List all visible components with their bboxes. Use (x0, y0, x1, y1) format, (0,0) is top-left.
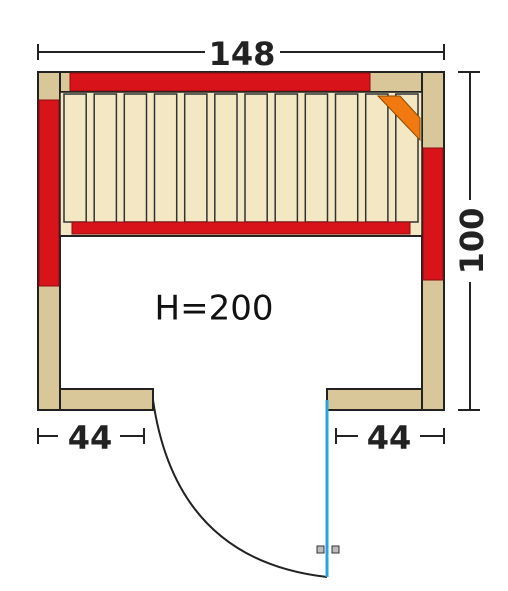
door (152, 399, 340, 578)
bench-slat (304, 93, 329, 223)
bench-slat (123, 93, 148, 223)
door-swing-arc (152, 399, 328, 578)
door-handle-icon (316, 545, 325, 554)
corner-lamp-icon (376, 95, 421, 142)
bottom-right-dimension: 44 (335, 419, 445, 457)
back-heater-panel (69, 72, 371, 92)
right-side-dimension-label: 44 (367, 419, 412, 457)
bench-slat (153, 93, 178, 223)
door-handle-icon (331, 545, 340, 554)
bench-slat (244, 93, 268, 223)
depth-dimension-label: 100 (453, 208, 491, 275)
left-heater-panel (38, 99, 60, 287)
bottom-left-dimension: 44 (37, 419, 145, 457)
bench-slat (183, 93, 208, 223)
bench-slat (274, 93, 299, 223)
heater-panels (38, 72, 444, 287)
bench (59, 91, 423, 237)
width-dimension-label: 148 (209, 35, 276, 73)
front-wall-right (326, 388, 423, 411)
bench-heater-panel (71, 221, 411, 235)
bench-slat (214, 93, 238, 223)
bench-slat (364, 93, 389, 223)
height-label: H=200 (155, 289, 274, 329)
top-dimension: 148 (37, 35, 445, 73)
bench-slat (93, 93, 118, 223)
right-heater-panel (422, 147, 444, 281)
bench-slat (63, 93, 87, 223)
left-side-dimension-label: 44 (68, 419, 113, 457)
right-dimension: 100 (453, 71, 491, 411)
bench-slat (334, 93, 359, 223)
front-wall-left (59, 388, 154, 411)
